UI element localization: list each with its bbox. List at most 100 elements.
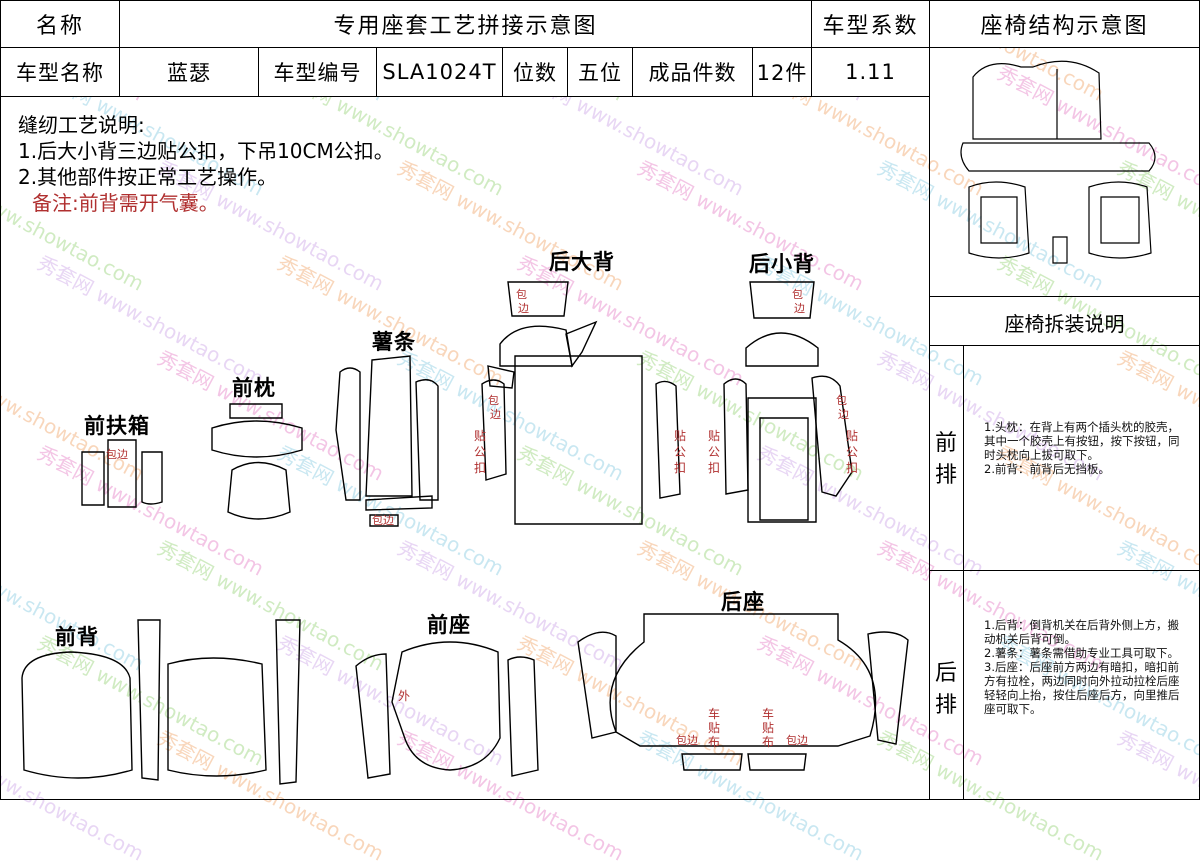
rear-row-label: 后排 [934, 661, 957, 718]
label-front-seat: 前座 [427, 613, 471, 637]
rear-seat-main [609, 613, 877, 747]
front-row-instructions: 1.头枕：在背上有两个插头枕的胶壳，其中一个胶壳上有按钮，按下按钮，同时头枕向上… [984, 420, 1180, 476]
front-back-panel [167, 657, 267, 777]
car-mark-left-3: 布 [708, 735, 720, 749]
hem-mark-big-wing-2: 边 [490, 408, 501, 421]
model-code: SLA1024T [376, 47, 503, 97]
notes-line1: 1.后大小背三边贴公扣，下吊10CM公扣。 [18, 139, 394, 163]
strip-left-piece [335, 367, 361, 501]
front-seat-right-sketch [1088, 181, 1152, 259]
front-back-strip-left [137, 619, 161, 781]
pillow-side-piece [211, 420, 303, 458]
strip-bottom-piece [365, 495, 433, 511]
car-mark-right-2: 贴 [762, 721, 774, 735]
rear-big-back-top [507, 281, 569, 317]
hem-mark-small-back-1: 包 [792, 288, 803, 301]
strip-hem-piece [369, 514, 399, 527]
rear-big-back-main [514, 355, 643, 525]
strip-right-piece [415, 379, 439, 501]
stick-mark-d2: 公 [846, 445, 858, 459]
hem-mark-rear-seat-left: 包边 [676, 734, 698, 747]
rear-small-back-left-wing [723, 378, 749, 495]
car-mark-right-3: 布 [762, 735, 774, 749]
name-label: 名称 [0, 0, 120, 48]
rear-small-back-main [747, 397, 817, 523]
model-name: 蓝瑟 [119, 47, 259, 97]
rear-seat-front-right [747, 753, 807, 771]
stick-mark-a2: 公 [474, 445, 486, 459]
stick-mark-c3: 扣 [708, 461, 720, 475]
hem-mark-big-back-1: 包 [516, 288, 527, 301]
stick-mark-b1: 贴 [674, 429, 686, 443]
stick-mark-b2: 公 [674, 445, 686, 459]
seats-value: 五位 [567, 47, 633, 97]
strip-center-piece [365, 355, 413, 497]
hem-mark-big-back-2: 边 [518, 302, 529, 315]
hem-mark-big-wing-1: 包 [488, 394, 499, 407]
notes-line2: 2.其他部件按正常工艺操作。 [18, 165, 278, 189]
hem-mark-strip: 包边 [372, 514, 394, 527]
armrest-center-piece [107, 439, 137, 508]
front-seat-left-sketch [968, 181, 1030, 259]
label-front-pillow: 前枕 [232, 376, 276, 400]
rear-seat-front-left [681, 753, 743, 771]
notes-remark: 备注:前背需开气囊。 [32, 191, 219, 215]
model-name-label: 车型名称 [0, 47, 120, 97]
front-seat-left-inner [980, 196, 1018, 244]
outer-mark: 外 [398, 689, 410, 703]
front-back-main [21, 651, 133, 779]
front-row-label: 前排 [934, 431, 957, 488]
stick-mark-a1: 贴 [474, 429, 486, 443]
rear-small-back-right-wing [811, 375, 853, 497]
rear-small-back-head [745, 332, 819, 367]
rear-seat-right-piece [867, 631, 909, 745]
front-seat-right-inner [1100, 196, 1140, 244]
front-seat-main [391, 641, 501, 771]
model-code-label: 车型编号 [258, 47, 377, 97]
coef-label: 车型系数 [811, 0, 930, 48]
seat-structure-sketch [960, 60, 1156, 264]
hem-mark-rear-seat-right: 包边 [786, 734, 808, 747]
rear-small-back-inner [759, 417, 809, 521]
rear-seat-left-piece [577, 631, 617, 739]
rear-bench-back [972, 60, 1102, 140]
label-armrest-box: 前扶箱 [84, 414, 150, 438]
car-mark-left-2: 贴 [708, 721, 720, 735]
pattern-drawing: 包边 包边 包 边 包 边 包 边 包 边 包边 包边 贴 公 扣 贴 公 扣 … [21, 281, 909, 785]
rear-big-back-left-wing [481, 379, 507, 481]
armrest-right-piece [141, 451, 163, 505]
stick-mark-c1: 贴 [708, 429, 720, 443]
label-strip: 薯条 [372, 330, 416, 354]
label-front-back: 前背 [55, 625, 99, 649]
front-seat-left-piece [355, 653, 391, 779]
sewing-notes: 缝纫工艺说明: 1.后大小背三边贴公扣，下吊10CM公扣。 2.其他部件按正常工… [18, 112, 394, 216]
car-mark-left-1: 车 [708, 706, 720, 721]
front-seat-right-piece [507, 656, 539, 777]
rear-row-instructions: 1.后背：倒背机关在后背外侧上方，搬动机关后背可倒。 2.薯条：薯条需借助专业工… [984, 618, 1180, 716]
disassembly-title: 座椅拆装说明 [1004, 312, 1125, 336]
hem-mark-small-wing-2: 边 [838, 408, 849, 421]
armrest-left-piece [81, 451, 105, 506]
front-back-strip-right [275, 619, 301, 785]
label-rear-big-back: 后大背 [549, 250, 615, 274]
stick-mark-d3: 扣 [846, 461, 858, 475]
hem-mark-small-wing-1: 包 [836, 394, 847, 407]
hem-mark-armrest: 包边 [106, 448, 128, 461]
pillow-front-piece [227, 461, 291, 520]
rear-big-back-head [499, 325, 573, 367]
rear-big-back-flap [565, 320, 598, 368]
label-rear-small-back: 后小背 [749, 252, 815, 276]
stick-mark-d1: 贴 [846, 429, 858, 443]
stick-mark-a3: 扣 [474, 461, 486, 475]
structure-title: 座椅结构示意图 [929, 0, 1200, 48]
rear-bench-cushion [960, 142, 1156, 172]
rear-big-back-hook [487, 365, 515, 389]
coef-value: 1.11 [811, 47, 930, 97]
hem-mark-small-back-2: 边 [794, 302, 805, 315]
label-rear-seat: 后座 [721, 590, 765, 614]
rear-big-back-right-wing [655, 380, 681, 499]
stick-mark-b3: 扣 [674, 461, 686, 475]
seats-label: 位数 [502, 47, 568, 97]
pillow-top-piece [229, 403, 283, 419]
pieces-label: 成品件数 [632, 47, 753, 97]
